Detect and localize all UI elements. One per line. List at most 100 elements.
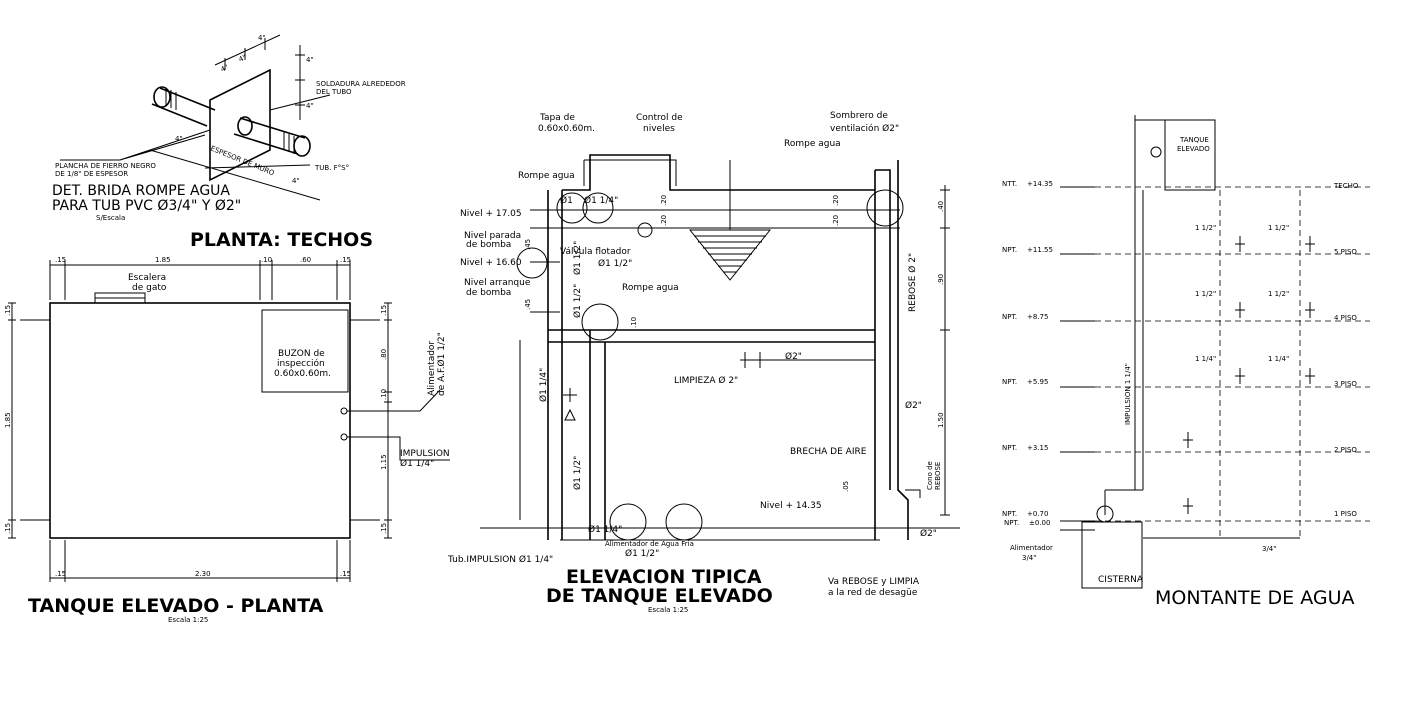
elev-inner-pipe-1: Ø1 1/2" — [572, 241, 583, 275]
plan-top-dim-4: .60 — [300, 256, 311, 264]
riser-cistern: CISTERNA — [1098, 575, 1144, 585]
float-valve-cone — [688, 160, 772, 281]
plan-left-dim-1: .15 — [4, 305, 12, 316]
plan-stair-line2: de gato — [132, 283, 167, 293]
plan-right-dim-1: .15 — [380, 305, 388, 316]
riser-level-value-7: ±0.00 — [1029, 519, 1050, 527]
elev-dim-10: .10 — [630, 317, 638, 328]
elev-d2-c: Ø2" — [920, 528, 937, 539]
elev-impulsion-pipe: Tub.IMPULSION Ø1 1/4" — [447, 554, 553, 565]
flange-dim-4d: 4" — [306, 56, 314, 64]
plan-hatch-line2: inspección — [277, 358, 325, 369]
plan-top-dim-2: 1.85 — [155, 256, 171, 264]
riser-valves — [1183, 236, 1315, 514]
riser-pipe-4b: 1 1/2" — [1268, 290, 1289, 298]
plan-section-title: PLANTA: TECHOS — [190, 229, 373, 251]
elev-float-valve-line1: Válvula flotador — [560, 247, 631, 257]
elev-scale: Escala 1:25 — [648, 606, 688, 614]
riser-level-code-1: NTT. — [1002, 180, 1017, 188]
elev-float-valve-line2: Ø1 1/2" — [598, 258, 632, 269]
elev-cold-feed: Alimentador de Agua Fria — [605, 540, 694, 548]
flange-pipe-label: TUB. F°S° — [314, 164, 349, 172]
flange-dim-4g: 4" — [292, 177, 300, 185]
elev-dim-20a: .20 — [660, 195, 668, 206]
elev-pump-start-line2: de bomba — [466, 288, 511, 298]
riser-level-floor-5: 2 PISO — [1334, 446, 1357, 454]
elev-right-dim-3: 1.50 — [937, 412, 945, 428]
elev-overflow-note-line2: a la red de desagüe — [828, 588, 918, 598]
elev-level-control-line1: Control de — [636, 113, 683, 123]
riser-level-code-2: NPT. — [1002, 246, 1017, 254]
elev-title-line2: DE TANQUE ELEVADO — [546, 585, 773, 607]
elev-d2-a: Ø2" — [785, 351, 802, 362]
elev-lid-line2: 0.60x0.60m. — [538, 124, 595, 134]
elev-title-line1: ELEVACION TIPICA — [566, 566, 762, 588]
flange-dim-4b: 4" — [237, 53, 247, 63]
elev-vent-line1: Sombrero de — [830, 111, 888, 121]
elev-level-1660: Nivel + 16.60 — [460, 258, 522, 268]
riser-level-value-3: +8.75 — [1027, 313, 1048, 321]
tank-elevation: Tapa de 0.60x0.60m. Control de niveles S… — [447, 111, 960, 614]
elev-breaker-left: Rompe agua — [518, 171, 575, 181]
elev-air-gap: BRECHA DE AIRE — [790, 447, 867, 457]
elev-pump-start-line1: Nivel arranque — [464, 278, 531, 288]
plan-top-dim-3: .10 — [261, 256, 272, 264]
elev-dim-45b: .45 — [524, 299, 532, 310]
plan-feed-line2: de A.F.Ø1 1/2" — [436, 332, 447, 396]
elev-right-dim-1: .40 — [937, 201, 945, 212]
elev-left-pipe-2: Ø1 1/2" — [572, 456, 583, 490]
plan-right-dim-4: 1.15 — [380, 454, 388, 470]
riser-level-floor-3: 4 PISO — [1334, 314, 1357, 322]
riser-tank-line2: ELEVADO — [1177, 145, 1210, 153]
plan-stair-line1: Escalera — [128, 273, 166, 283]
plan-impulsion-line2: Ø1 1/4" — [400, 458, 434, 469]
tank-plan: PLANTA: TECHOS .15 1.85 .10 .60 .15 .15 … — [4, 229, 450, 624]
flange-title-line2: PARA TUB PVC Ø3/4" Y Ø2" — [52, 198, 241, 214]
plan-right-dim-3: .10 — [380, 389, 388, 400]
riser-level-code-6: NPT. — [1002, 510, 1017, 518]
riser-impulsion: IMPULSION 1 1/4" — [1124, 363, 1132, 425]
elev-d2-b: Ø2" — [905, 400, 922, 411]
riser-pipe-4a: 1 1/2" — [1195, 290, 1216, 298]
flange-detail: 4" 4" 4" 4" 4" 4" 4" SOLDADURA ALREDEDOR… — [52, 34, 406, 222]
elev-breaker-top: Rompe agua — [784, 139, 841, 149]
plan-top-dim-1: .15 — [55, 256, 66, 264]
elev-vent-line2: ventilación Ø2" — [830, 123, 899, 134]
elev-inner-pipe-2: Ø1 1/2" — [572, 284, 583, 318]
flange-scale: S/Escala — [96, 214, 125, 222]
plan-right-dim-5: .15 — [380, 523, 388, 534]
elev-overflow-vertical: REBOSE Ø 2" — [907, 253, 918, 312]
plan-impulsion-line1: IMPULSION — [400, 449, 450, 459]
elev-level-1435: Nivel + 14.35 — [760, 501, 822, 511]
plan-title: TANQUE ELEVADO - PLANTA — [28, 595, 324, 617]
flange-title-line1: DET. BRIDA ROMPE AGUA — [52, 183, 230, 199]
plan-bottom-dim-3: .15 — [340, 570, 351, 578]
riser-level-value-4: +5.95 — [1027, 378, 1048, 386]
plan-right-dim-2: .80 — [380, 349, 388, 360]
plan-left-dim-3: .15 — [4, 523, 12, 534]
elev-cleaning: LIMPIEZA Ø 2" — [674, 375, 738, 386]
flange-wall-thickness: ESPESOR DE MURO — [209, 144, 276, 177]
elev-dim-20c: .20 — [832, 195, 840, 206]
riser-level-code-4: NPT. — [1002, 378, 1017, 386]
plan-left-dim-2: 1.85 — [4, 412, 12, 428]
elev-dim-05: .05 — [842, 481, 850, 492]
plan-bottom-dim-1: .15 — [55, 570, 66, 578]
elev-overflow-cone-line2: REBOSE — [934, 462, 942, 490]
flange-dim-4a: 4" — [219, 63, 229, 73]
flange-dim-4e: 4" — [306, 102, 314, 110]
riser-level-value-2: +11.55 — [1027, 246, 1053, 254]
riser-pipe-3b: 1 1/4" — [1268, 355, 1289, 363]
flange-weld-line1: SOLDADURA ALREDEDOR — [316, 80, 406, 88]
elev-overflow-note-line1: Va REBOSE y LIMPIA — [828, 577, 920, 587]
riser-level-code-3: NPT. — [1002, 313, 1017, 321]
flange-dim-4f: 4" — [175, 135, 183, 143]
plan-scale: Escala 1:25 — [168, 616, 208, 624]
elev-dim-20b: .20 — [660, 215, 668, 226]
plan-bottom-dim-2: 2.30 — [195, 570, 211, 578]
elev-dim-45a: .45 — [524, 239, 532, 250]
riser-level-value-5: +3.15 — [1027, 444, 1048, 452]
flange-plate-line2: DE 1/8" DE ESPESOR — [55, 170, 128, 178]
elev-d-b: Ø1 1/4" — [584, 195, 618, 206]
